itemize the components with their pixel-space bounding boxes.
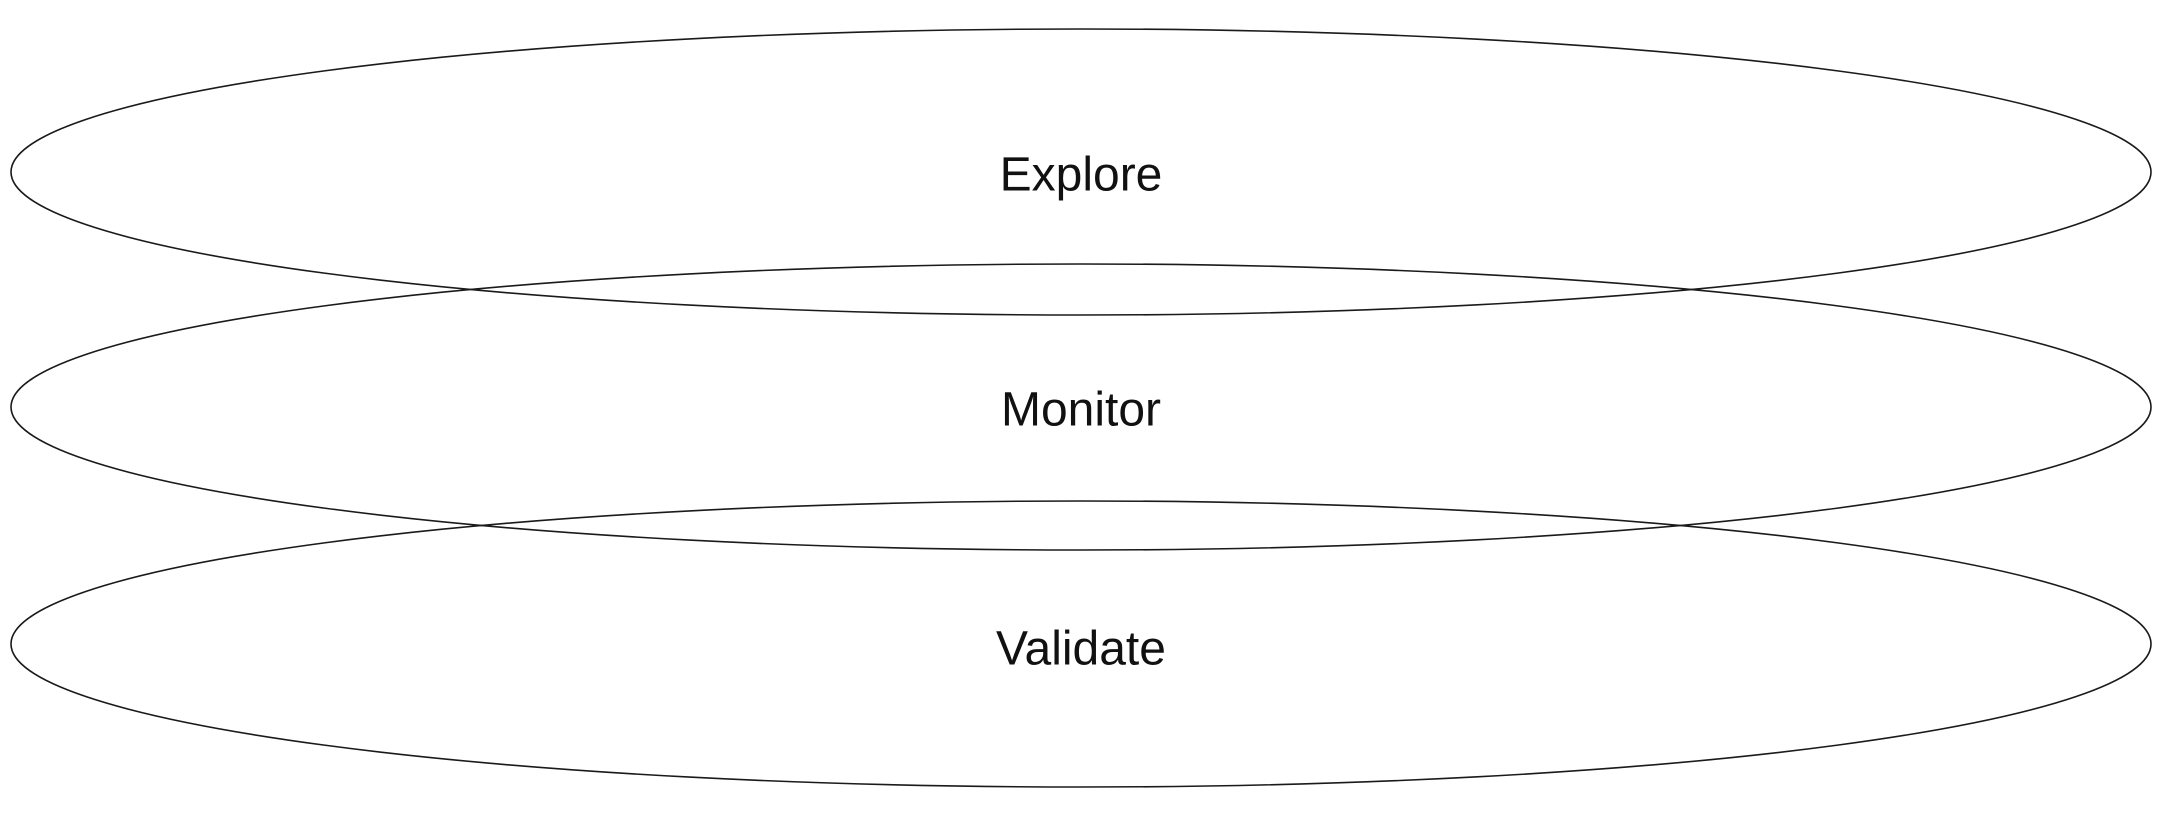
layer-explore: Explore — [10, 28, 2152, 316]
layer-monitor: Monitor — [10, 263, 2152, 551]
ellipse-explore — [10, 28, 2152, 316]
layer-validate: Validate — [10, 500, 2152, 788]
label-monitor: Monitor — [1001, 384, 1161, 437]
ellipse-validate — [10, 500, 2152, 788]
label-validate: Validate — [996, 623, 1166, 676]
label-explore: Explore — [1000, 149, 1163, 202]
ellipse-monitor — [10, 263, 2152, 551]
